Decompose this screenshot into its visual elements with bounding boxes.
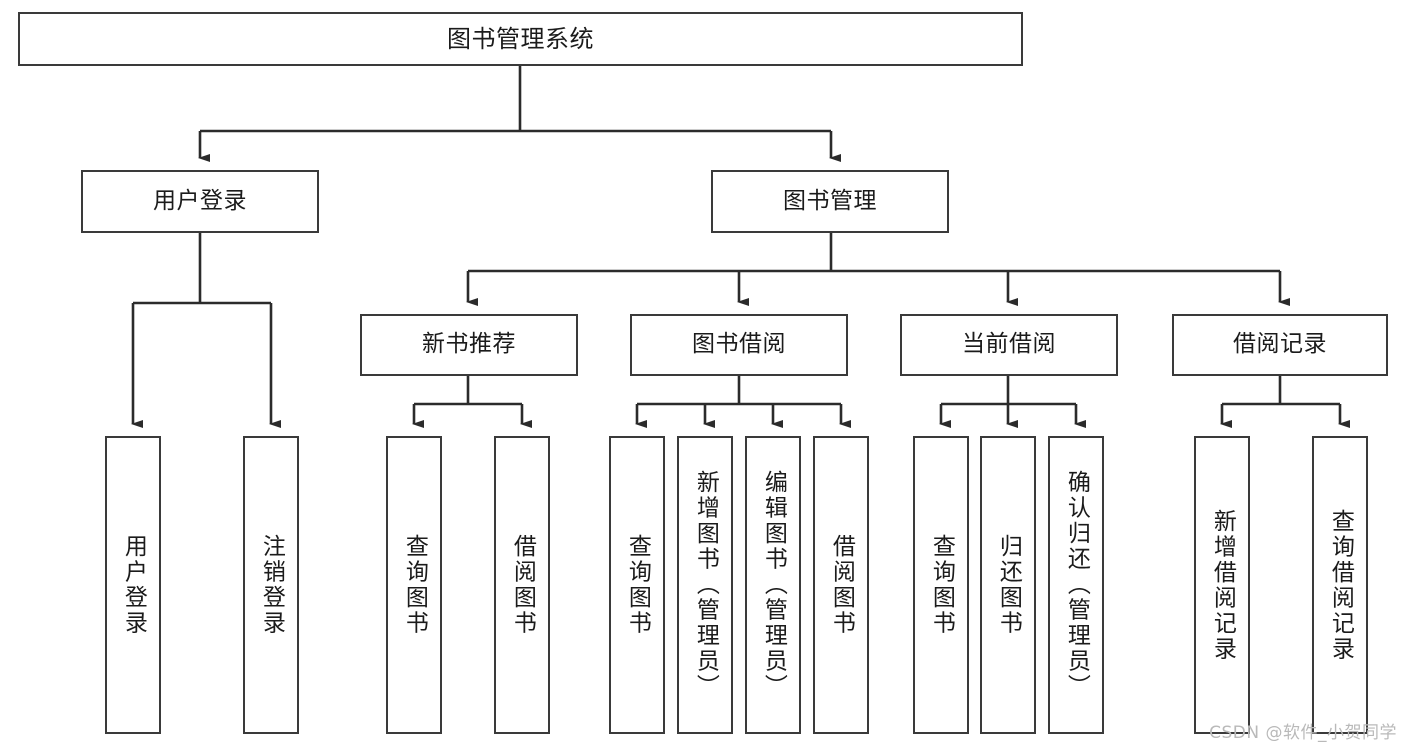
node-current-borrow[interactable]: 当前借阅 <box>900 314 1118 376</box>
leaf-user-logout[interactable]: 注销登录 <box>243 436 299 734</box>
node-label: 图书管理系统 <box>447 24 594 53</box>
node-label: 查询借阅记录 <box>1327 508 1354 662</box>
node-label: 图书借阅 <box>692 331 786 358</box>
node-label: 用户登录 <box>120 534 147 636</box>
node-label: 新增图书（管理员） <box>692 470 719 700</box>
node-user-login[interactable]: 用户登录 <box>81 170 319 233</box>
leaf-current-confirm-return-admin[interactable]: 确认归还（管理员） <box>1048 436 1104 734</box>
leaf-borrow-borrow-book[interactable]: 借阅图书 <box>813 436 869 734</box>
node-label: 确认归还（管理员） <box>1063 470 1090 700</box>
node-root-system[interactable]: 图书管理系统 <box>18 12 1023 66</box>
node-label: 编辑图书（管理员） <box>760 470 787 700</box>
node-label: 借阅记录 <box>1233 331 1327 358</box>
leaf-current-query-book[interactable]: 查询图书 <box>913 436 969 734</box>
leaf-borrow-add-book-admin[interactable]: 新增图书（管理员） <box>677 436 733 734</box>
node-label: 查询图书 <box>401 534 428 636</box>
leaf-recommend-borrow-book[interactable]: 借阅图书 <box>494 436 550 734</box>
node-new-book-recommend[interactable]: 新书推荐 <box>360 314 578 376</box>
leaf-record-query-record[interactable]: 查询借阅记录 <box>1312 436 1368 734</box>
node-label: 借阅图书 <box>509 534 536 636</box>
node-borrow-record[interactable]: 借阅记录 <box>1172 314 1388 376</box>
leaf-record-add-record[interactable]: 新增借阅记录 <box>1194 436 1250 734</box>
leaf-borrow-query-book[interactable]: 查询图书 <box>609 436 665 734</box>
leaf-recommend-query-book[interactable]: 查询图书 <box>386 436 442 734</box>
node-label: 用户登录 <box>153 187 247 214</box>
node-label: 注销登录 <box>258 534 285 636</box>
node-label: 查询图书 <box>624 534 651 636</box>
node-label: 查询图书 <box>928 534 955 636</box>
node-label: 归还图书 <box>995 534 1022 636</box>
leaf-current-return-book[interactable]: 归还图书 <box>980 436 1036 734</box>
node-label: 图书管理 <box>783 187 877 214</box>
leaf-user-login[interactable]: 用户登录 <box>105 436 161 734</box>
node-label: 当前借阅 <box>962 331 1056 358</box>
node-label: 借阅图书 <box>828 534 855 636</box>
node-book-borrow[interactable]: 图书借阅 <box>630 314 848 376</box>
node-label: 新增借阅记录 <box>1209 508 1236 662</box>
leaf-borrow-edit-book-admin[interactable]: 编辑图书（管理员） <box>745 436 801 734</box>
node-book-management[interactable]: 图书管理 <box>711 170 949 233</box>
watermark: CSDN @软件_小贺同学 <box>1209 723 1397 743</box>
node-label: 新书推荐 <box>422 331 516 358</box>
